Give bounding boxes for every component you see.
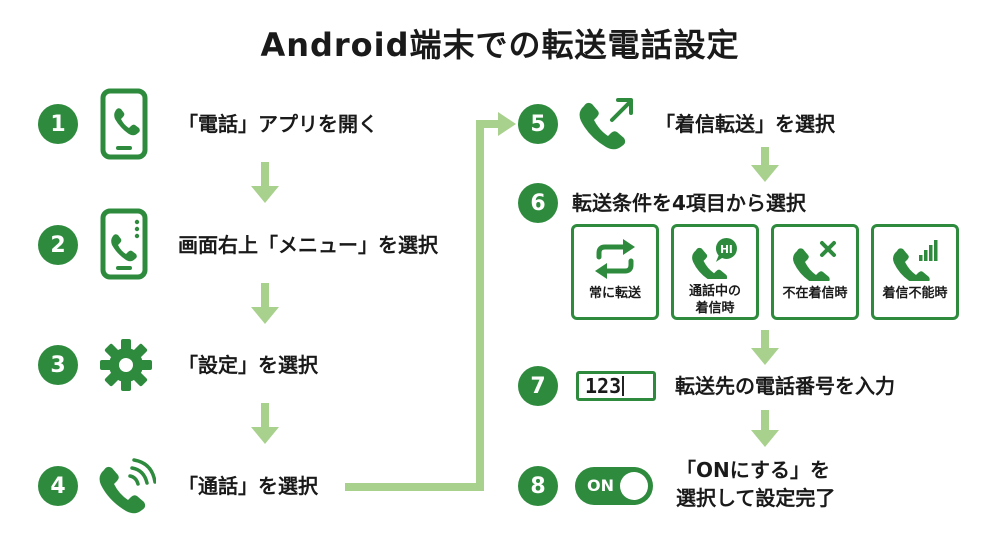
step-2-number: 2 [38,225,78,265]
phone-calling-icon [99,458,156,514]
step-4-number: 4 [38,466,78,506]
step-8-number: 8 [518,466,558,506]
step-1-label: 「電話」アプリを開く [178,112,378,136]
step-1-number: 1 [38,104,78,144]
phone-busy-icon: HI [692,237,737,279]
text-caret [622,376,625,396]
step-4-label: 「通話」を選択 [178,474,318,498]
option-busy-line2: 着信時 [695,301,735,316]
step-7-number: 7 [518,366,558,406]
option-busy-label: 通話中の 着信時 [689,283,741,317]
step-3-number: 3 [38,345,78,385]
step-8-label-line1: 「ONにする」を [676,458,830,482]
option-busy-line1: 通話中の [688,284,741,299]
step-6-number: 6 [518,183,558,223]
on-toggle-switch[interactable]: ON [575,467,653,505]
phone-no-signal-icon [893,240,938,281]
smartphone-menu-icon [100,208,148,280]
step-3-label: 「設定」を選択 [178,353,318,377]
step-5-label: 「着信転送」を選択 [655,112,835,136]
toggle-knob [620,472,648,500]
option-unreachable-label: 着信不能時 [882,286,948,301]
step-8-label-line2: 選択して設定完了 [676,486,836,510]
phone-number-value: 123 [585,374,622,398]
step-5-number: 5 [518,104,558,144]
phone-missed-icon [793,241,836,281]
step-6-label: 転送条件を4項目から選択 [572,191,806,215]
gear-icon [100,339,152,391]
option-always-forward[interactable]: 常に転送 [571,224,659,320]
step-2-label: 画面右上「メニュー」を選択 [178,233,438,257]
option-no-answer-label: 不在着信時 [782,286,848,301]
option-when-busy[interactable]: HI 通話中の 着信時 [671,224,759,320]
smartphone-phone-icon [100,88,148,160]
option-no-answer[interactable]: 不在着信時 [771,224,859,320]
hi-badge-text: HI [720,244,733,256]
phone-forward-icon [579,98,633,150]
step-7-label: 転送先の電話番号を入力 [675,374,895,398]
toggle-on-text: ON [587,476,614,495]
option-always-label: 常に転送 [588,286,641,301]
phone-number-input[interactable]: 123 [576,371,656,401]
repeat-icon [595,239,635,279]
page-title: Android端末での転送電話設定 [260,26,740,64]
option-unreachable[interactable]: 着信不能時 [871,224,959,320]
